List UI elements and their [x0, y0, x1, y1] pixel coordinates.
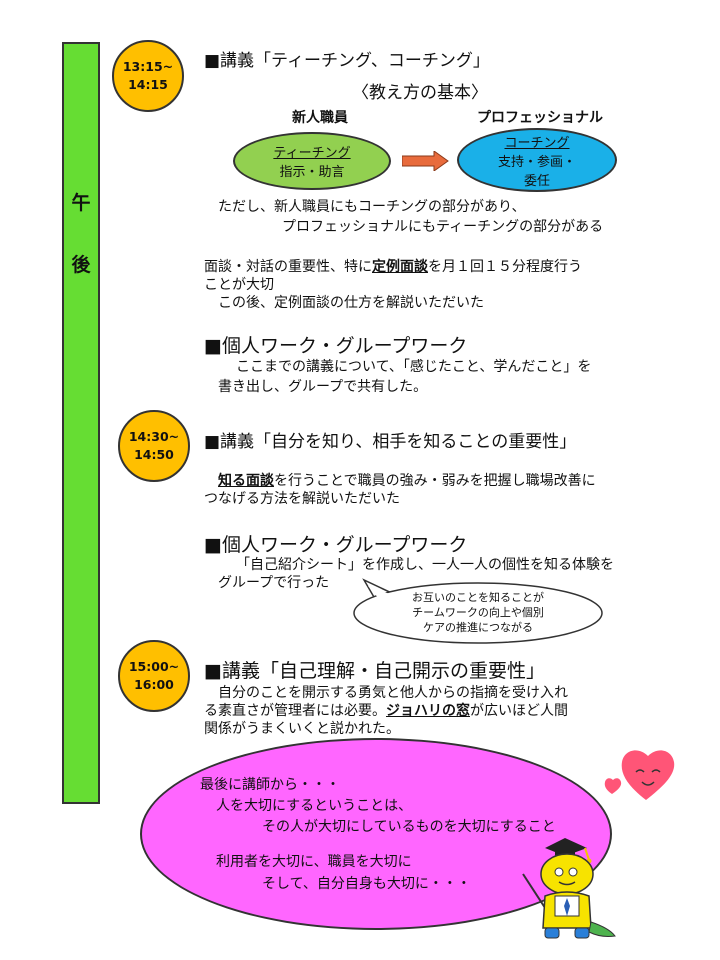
session-2-title: ■講義「自分を知り、相手を知ることの重要性」 [204, 432, 577, 452]
time-start: 15:00~ [128, 659, 180, 674]
coaching-sub-2: 委任 [523, 173, 550, 189]
session-1-work-title: ■個人ワーク・グループワーク [204, 335, 468, 357]
diagram-right-header: プロフェッショナル [477, 110, 603, 126]
time-badge-3: 15:00~ 16:00 [118, 640, 190, 712]
session-1-para-1: 面談・対話の重要性、特に定例面談を月１回１５分程度行う [204, 258, 582, 276]
session-1-work-line-2: 書き出し、グループで共有した。 [218, 379, 428, 395]
session-3-line-1: 自分のことを開示する勇気と他人からの指摘を受け入れ [218, 685, 568, 701]
bubble-line: お互いのことを知ることが [412, 591, 544, 604]
closing-line-4: 利用者を大切に、職員を大切に [216, 854, 412, 870]
bubble-text: お互いのことを知ることが チームワークの向上や個別 ケアの推進につながる [380, 590, 576, 635]
para-text: を行うことで職員の強み・弱みを把握し職場改善に [274, 473, 596, 489]
sidebar-label-2: 後 [71, 254, 91, 276]
teaching-sub: 指示・助言 [279, 165, 345, 180]
session-1-title: ■講義「ティーチング、コーチング」 [204, 51, 490, 71]
time-badge-2: 14:30~ 14:50 [118, 410, 190, 482]
diagram-left-header: 新人職員 [292, 110, 348, 126]
time-end: 16:00 [134, 677, 174, 692]
mascot-icon [522, 838, 616, 939]
session-3-title: ■講義「自己理解・自己開示の重要性」 [204, 660, 545, 682]
para-text: を月１回１５分程度行う [428, 259, 582, 275]
session-1-para-3: この後、定例面談の仕方を解説いただいた [218, 295, 484, 311]
heart-icon [604, 750, 675, 800]
time-start: 14:30~ [128, 429, 180, 444]
session-1-work-line-1: ここまでの講義について、「感じたこと、学んだこと」を [236, 359, 592, 375]
teaching-label: ティーチング [273, 146, 351, 161]
afternoon-sidebar: 午 後 [62, 42, 100, 804]
session-2-para-1: 知る面談を行うことで職員の強み・弱みを把握し職場改善に [218, 472, 596, 490]
session-3-line-3: 関係がうまくいくと説かれた。 [204, 721, 400, 737]
session-1-para-2: ことが大切 [204, 277, 274, 293]
coaching-label: コーチング [504, 135, 570, 151]
teaching-ellipse: ティーチング 指示・助言 [233, 132, 391, 190]
session-3-line-2: る素直さが管理者には必要。ジョハリの窓が広いほど人間 [204, 702, 568, 720]
session-2-work-line-1: 「自己紹介シート」を作成し、一人一人の個性を知る体験を [236, 557, 614, 573]
closing-ellipse [140, 738, 612, 930]
closing-line-3: その人が大切にしているものを大切にすること [262, 819, 556, 835]
bubble-line: ケアの推進につながる [423, 621, 533, 634]
bubble-line: チームワークの向上や個別 [412, 606, 544, 619]
note-line-2: プロフェッショナルにもティーチングの部分がある [282, 219, 604, 235]
closing-line-1: 最後に講師から・・・ [200, 777, 340, 793]
session-2-para-2: つなげる方法を解説いただいた [204, 491, 400, 507]
para-text: が広いほど人間 [470, 703, 568, 719]
session-1-subtitle: 〈教え方の基本〉 [352, 83, 488, 103]
note-line-1: ただし、新人職員にもコーチングの部分があり、 [218, 199, 526, 215]
closing-line-2: 人を大切にするということは、 [216, 798, 413, 814]
session-2-work-line-2: グループで行った [218, 575, 330, 591]
time-badge-1: 13:15~ 14:15 [112, 40, 184, 112]
session-2-work-title: ■個人ワーク・グループワーク [204, 534, 468, 556]
para-emphasis: 知る面談 [218, 473, 274, 489]
speech-bubble [353, 578, 603, 644]
coaching-sub-1: 支持・参画・ [497, 154, 576, 170]
closing-line-5: そして、自分自身も大切に・・・ [262, 876, 471, 892]
para-text: 面談・対話の重要性、特に [204, 259, 372, 275]
para-text: る素直さが管理者には必要。 [204, 703, 386, 719]
para-emphasis: 定例面談 [372, 259, 428, 275]
para-emphasis: ジョハリの窓 [386, 703, 470, 719]
arrow-right-icon [402, 151, 449, 171]
time-start: 13:15~ [122, 59, 174, 74]
time-end: 14:50 [134, 447, 174, 462]
coaching-ellipse: コーチング 支持・参画・ 委任 [457, 128, 617, 192]
time-end: 14:15 [128, 77, 168, 92]
sidebar-label-1: 午 [71, 192, 91, 214]
